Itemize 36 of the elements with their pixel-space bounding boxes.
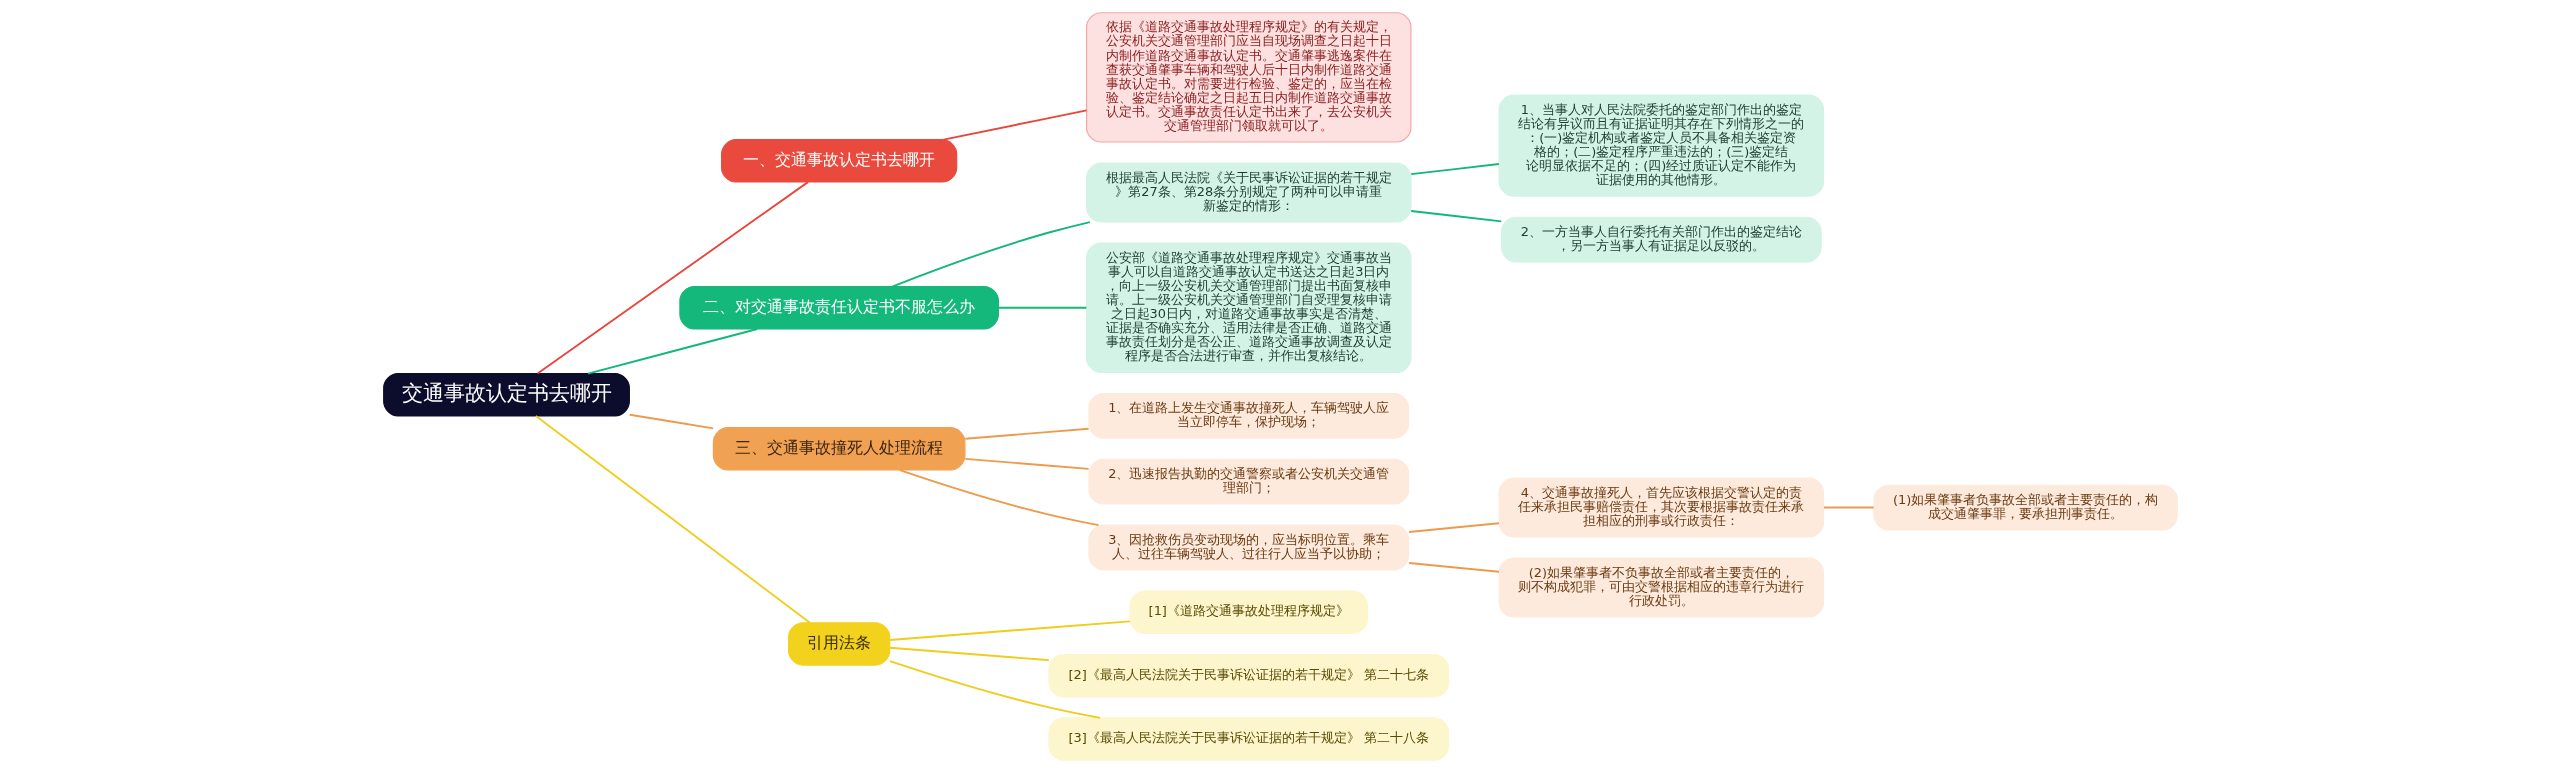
node-box: [3]《最高人民法院关于民事诉讼证据的若干规定》 第二十八条 (1047, 717, 1449, 761)
node-box: 三、交通事故撞死人处理流程 (712, 427, 965, 471)
connector (890, 221, 1091, 288)
node-box: 交通事故认定书去哪开 (382, 373, 630, 417)
connector (586, 328, 758, 375)
connector (1822, 506, 1875, 509)
node-box: 1、在道路上发生交通事故撞死人，车辆驾驶人应当立即停车，保护现场； (1087, 392, 1409, 439)
connector (536, 181, 809, 375)
node-box: (2)如果肇事者不负事故全部或者主要责任的，则不构成犯罪，可由交警根据相应的违章行为进行行政处罚。 (1498, 557, 1824, 618)
connector (628, 413, 714, 430)
connector (1407, 522, 1500, 533)
connector (898, 469, 1099, 527)
connector (997, 306, 1087, 309)
node-box: 根据最高人民法院《关于民事诉讼证据的若干规定》第27条、第28条分别规定了两种可以申请重新鉴定的情形： (1085, 162, 1412, 223)
connector (888, 646, 1050, 662)
node-box: [2]《最高人民法院关于民事诉讼证据的若干规定》 第二十七条 (1047, 653, 1449, 698)
node-box: 3、因抢救伤员变动现场的，应当标明位置。乘车人、过往车辆驾驶人、过往行人应当予以协助； (1087, 524, 1409, 571)
node-box: 2、迅速报告执勤的交通警察或者公安机关交通管理部门； (1087, 458, 1409, 505)
node-box: 2、一方当事人自行委托有关部门作出的鉴定结论，另一方当事人有证据足以反驳的。 (1500, 216, 1822, 263)
connector (534, 415, 811, 624)
node-box: 二、对交通事故责任认定书不服怎么办 (678, 286, 999, 330)
connector (1409, 210, 1502, 223)
node-box: 公安部《道路交通事故处理程序规定》交通事故当事人可以自道路交通事故认定书送达之日起3日内，向上一级公安机关交通管理部门提出书面复核申请。上一级公安机关交通管理部门自受理复核申请之日起30日内，对道路交通事故事实是否清楚、证据是否确实充分、适用法律是否正确、道路交通事故责任划分是否公正、道路交通事故调查及认定程序是否合法进行审查，并作出复核结论。 (1085, 242, 1412, 373)
node-box: 引用法条 (787, 622, 890, 666)
node-box: 4、交通事故撞死人，首先应该根据交警认定的责任来承担民事赔偿责任，其次要根据事故责任来承担相应的刑事或行政责任： (1498, 477, 1824, 538)
connector (1407, 562, 1500, 573)
node-box: 1、当事人对人民法院委托的鉴定部门作出的鉴定结论有异议而且有证据证明其存在下列情形之一的：(一)鉴定机构或者鉴定人员不具备相关鉴定资格的；(二)鉴定程序严重违法的；(三)鉴定结论明显依据不足的；(四)经过质证认定不能作为证据使用的其他情形。 (1498, 94, 1824, 197)
node-box: 一、交通事故认定书去哪开 (720, 139, 957, 183)
connector (963, 457, 1090, 470)
connector (963, 427, 1090, 440)
node-box: 依据《道路交通事故处理程序规定》的有关规定，公安机关交通管理部门应当自现场调查之日起十日内制作道路交通事故认定书。交通肇事逃逸案件在查获交通肇事车辆和驾驶人后十日内制作道路交通事故认定书。对需要进行检验、鉴定的，应当在检验、鉴定结论确定之日起五日内制作道路交通事故认定书。交通事故责任认定书出来了，去公安机关交通管理部门领取就可以了。 (1085, 12, 1412, 143)
node-box: (1)如果肇事者负事故全部或者主要责任的，构成交通肇事罪，要承担刑事责任。 (1872, 484, 2178, 531)
connector (942, 109, 1087, 141)
connector (1409, 163, 1500, 176)
node-box: [1]《道路交通事故处理程序规定》 (1128, 590, 1368, 634)
connector (888, 620, 1131, 641)
